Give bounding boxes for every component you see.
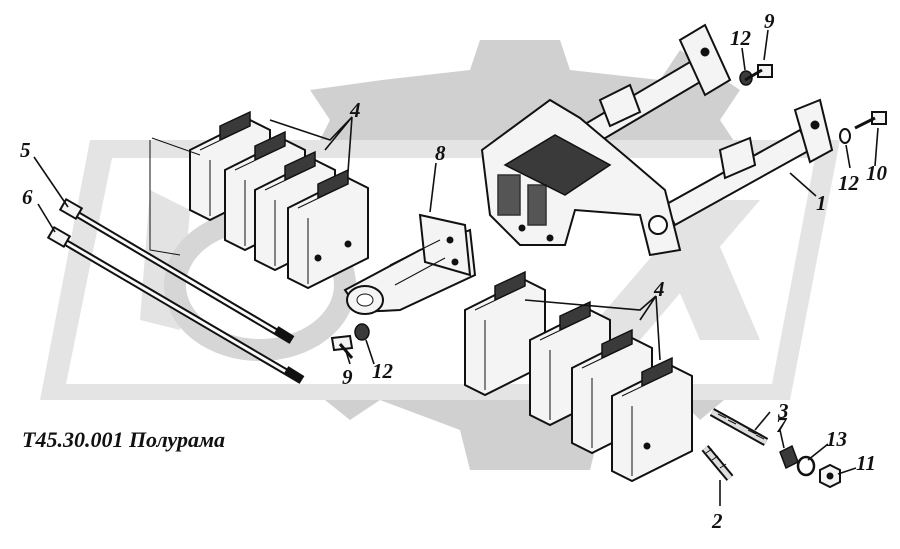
weight-stack-upper	[189, 110, 369, 290]
bolt-10	[854, 111, 887, 130]
stud-3	[709, 408, 769, 446]
diagram-caption: Т45.30.001 Полурама	[22, 427, 225, 452]
plate-7	[779, 444, 799, 470]
callout-4-lower: 4	[653, 277, 665, 301]
callout-8: 8	[435, 141, 446, 165]
callout-2: 2	[711, 509, 723, 533]
rod-6	[46, 225, 305, 384]
callout-12-upper: 12	[730, 26, 752, 50]
nut-11	[819, 463, 841, 489]
callout-10: 10	[866, 161, 888, 185]
weight-stack-lower	[464, 270, 693, 483]
washer-12-right	[839, 128, 851, 144]
callout-9-upper: 9	[764, 9, 775, 33]
stud-2	[701, 445, 734, 481]
callout-12-right: 12	[838, 171, 860, 195]
rod-5	[58, 197, 295, 344]
callout-13: 13	[826, 427, 847, 451]
washer-12-lower	[354, 323, 370, 341]
bolt-9-upper	[744, 64, 773, 82]
callout-labels: 5 6 4 8 12 9 12 10 1 4 3 7 13 11 2 9 12	[20, 9, 888, 533]
callout-6: 6	[22, 185, 33, 209]
bolt-9-lower	[330, 334, 354, 359]
callout-4-upper: 4	[349, 98, 361, 122]
callout-7: 7	[776, 413, 788, 437]
callout-11: 11	[856, 451, 876, 475]
callout-5: 5	[20, 138, 31, 162]
callout-1: 1	[816, 191, 827, 215]
half-frame-1	[480, 23, 834, 257]
callout-3: 3	[777, 399, 789, 423]
leader-lines	[33, 29, 879, 506]
callout-12-lower: 12	[372, 359, 394, 383]
washer-13	[796, 455, 816, 477]
callout-9-lower: 9	[342, 365, 353, 389]
bracket-8	[343, 213, 477, 315]
